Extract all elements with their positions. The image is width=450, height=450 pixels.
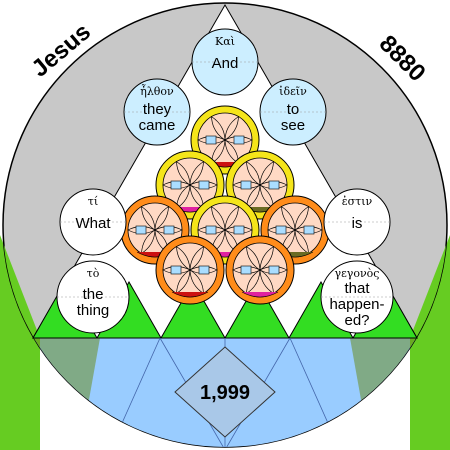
flower-circle (225, 235, 295, 305)
english-word: see (281, 117, 305, 134)
flower-circle (155, 235, 225, 305)
english-word: And (212, 55, 239, 72)
greek-word: ἰδεῖν (279, 85, 307, 98)
flower-lattice (120, 105, 330, 305)
english-word: to (287, 101, 300, 118)
greek-word: τὸ (87, 267, 100, 280)
greek-word: ἐστιν (342, 195, 373, 208)
right-grass (410, 235, 450, 450)
english-word: thing (77, 302, 110, 319)
english-word: is (352, 215, 363, 232)
english-word: What (75, 215, 111, 232)
english-word: that (344, 280, 370, 297)
center-diamond (174, 346, 276, 438)
english-word: happen- (329, 296, 384, 313)
greek-word: τί (88, 195, 98, 208)
word-circle: ἐστιν is (323, 188, 391, 256)
center-number: 1,999 (200, 382, 250, 404)
greek-word: ἦλθον (140, 83, 174, 98)
left-grass (0, 235, 40, 450)
english-word: the (83, 286, 104, 303)
greek-word: Καὶ (215, 35, 235, 48)
greek-word: γεγονὸς (335, 267, 380, 280)
english-word: came (139, 117, 176, 134)
english-word: they (143, 101, 172, 118)
english-word: ed? (344, 312, 369, 329)
